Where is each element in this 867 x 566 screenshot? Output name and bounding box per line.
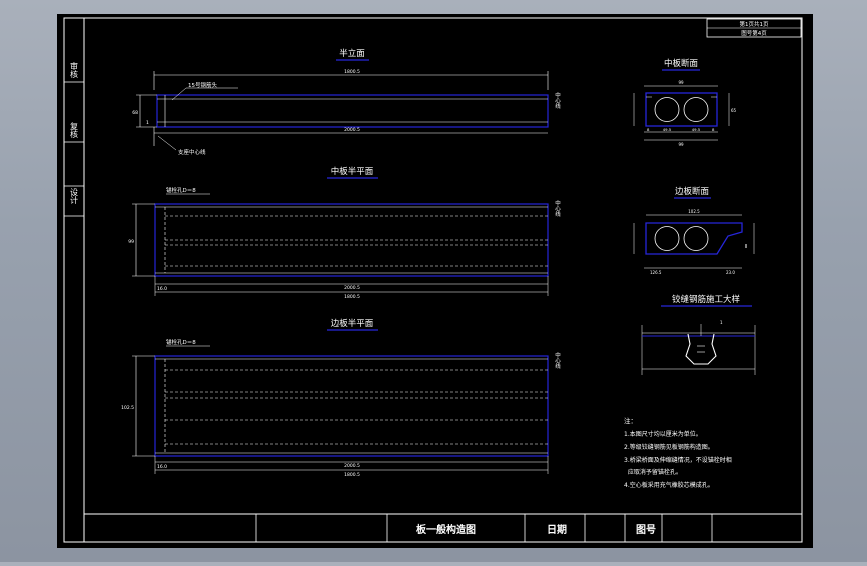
outer-frame (63, 17, 803, 543)
elevation-beam-outline (156, 94, 549, 128)
mid-section-void-right (683, 97, 709, 122)
edge-plan-dim-left: 16.0 (157, 464, 167, 470)
hinge-detail-view: 铰缝钢筋施工大样 1 (641, 294, 756, 375)
drawing-name: 板一般构造图 (416, 523, 476, 536)
elev-dim-h1: 68 (132, 110, 138, 116)
hinge-joint-shape (685, 333, 717, 365)
edge-plan-title: 边板半平面 (331, 318, 374, 329)
elev-dim-half: 2000.5 (344, 127, 360, 133)
elev-dim-total: 1800.5 (344, 69, 360, 75)
notes-heading: 注： (624, 416, 637, 425)
mid-section-dim-top: 99 (678, 80, 684, 85)
date-label: 日期 (547, 523, 567, 536)
edge-plan-center-label: 中心线 (554, 351, 561, 369)
edge-plan-outline (154, 355, 549, 457)
edge-plan-dim-total: 1800.5 (344, 472, 360, 478)
edge-section-outline (645, 222, 743, 255)
note-line-3: 3.桥梁桥面及伸缩缝情况，不设锚栓时相 (624, 456, 732, 464)
note-line-2: 2.等级铰缝钢筋见板钢筋构造图。 (624, 443, 714, 451)
note-line-5: 4.空心板采用充气橡胶芯模成孔。 (624, 481, 714, 489)
note-line-1: 1.本图尺寸均以厘米为单位。 (624, 430, 702, 438)
mid-section-dim-bottom: 99 (678, 142, 684, 147)
edge-section-view: 边板断面 102.5 126.5 23.0 (633, 186, 755, 275)
mid-plan-hole-label: 锚栓孔D＝8 (166, 186, 196, 194)
elev-center-label: 中心线 (554, 91, 561, 109)
stamp-design: 设计 (70, 187, 79, 205)
mid-section-dim-p3: 49.5 (692, 127, 701, 132)
edge-section-title: 边板断面 (675, 186, 710, 197)
mid-plan-title: 中板半平面 (331, 166, 374, 177)
mid-section-dim-p2: 49.5 (663, 127, 672, 132)
edge-section-dim-bl: 126.5 (650, 270, 662, 275)
mid-section-void-left (654, 97, 680, 122)
stamp-review: 审核 (70, 61, 79, 79)
mid-plan-center-label: 中心线 (554, 199, 561, 217)
edge-plan-view: 边板半平面 锚栓孔D＝8 102.5 16.0 2000.5 1800.5 中心… (121, 318, 561, 478)
half-elevation-title: 半立面 (339, 48, 365, 59)
edge-section-dim-top: 102.5 (688, 209, 700, 214)
sheet-drawing-text: 图号第4页 (741, 29, 767, 37)
mid-section-view: 中板断面 99 65 8 49.5 49.5 8 99 (633, 58, 737, 147)
mid-section-title: 中板断面 (664, 58, 699, 69)
drawing-number-label: 图号 (636, 524, 656, 536)
mid-plan-view: 中板半平面 锚栓孔D＝8 99 16.0 2000.5 1800.5 中心线 (128, 166, 560, 300)
note-line-4: 应取消予留锚栓孔。 (624, 468, 682, 476)
mid-plan-dim-left: 16.0 (157, 286, 167, 292)
stamp-check: 复核 (70, 121, 79, 139)
elev-note-support: 支座中心线 (178, 148, 206, 156)
hinge-detail-dim: 1 (720, 320, 723, 325)
mid-plan-dim-width: 99 (128, 239, 134, 245)
mid-section-dim-height: 65 (731, 108, 737, 113)
edge-plan-dim-width: 102.5 (121, 405, 134, 411)
mid-plan-dim-total: 1800.5 (344, 294, 360, 300)
notes-block: 注： 1.本图尺寸均以厘米为单位。 2.等级铰缝钢筋见板钢筋构造图。 3.桥梁桥… (624, 416, 732, 489)
sheet-page-text: 第1页共1页 (740, 20, 769, 28)
edge-section-dim-br: 23.0 (726, 270, 735, 275)
mid-section-outline (645, 92, 718, 127)
mid-section-dim-p1: 8 (647, 127, 650, 132)
elev-dim-h2: 1 (146, 120, 149, 126)
hinge-detail-title: 铰缝钢筋施工大样 (672, 294, 741, 305)
mid-section-dim-p4: 8 (712, 127, 715, 132)
edge-plan-dim-mid: 2000.5 (344, 463, 360, 469)
edge-plan-hole-label: 锚栓孔D＝8 (166, 338, 196, 346)
half-elevation-view: 半立面 1800.5 15号钢筋头 68 1 2000.5 支座中心线 中心线 (132, 48, 560, 156)
mid-plan-dim-mid: 2000.5 (344, 285, 360, 291)
edge-section-void-left (654, 226, 680, 251)
elev-note-anchor: 15号钢筋头 (188, 81, 217, 89)
drawing-sheet (57, 14, 813, 548)
title-block: 板一般构造图 日期 图号 (84, 513, 802, 542)
edge-section-void-right (683, 226, 709, 251)
